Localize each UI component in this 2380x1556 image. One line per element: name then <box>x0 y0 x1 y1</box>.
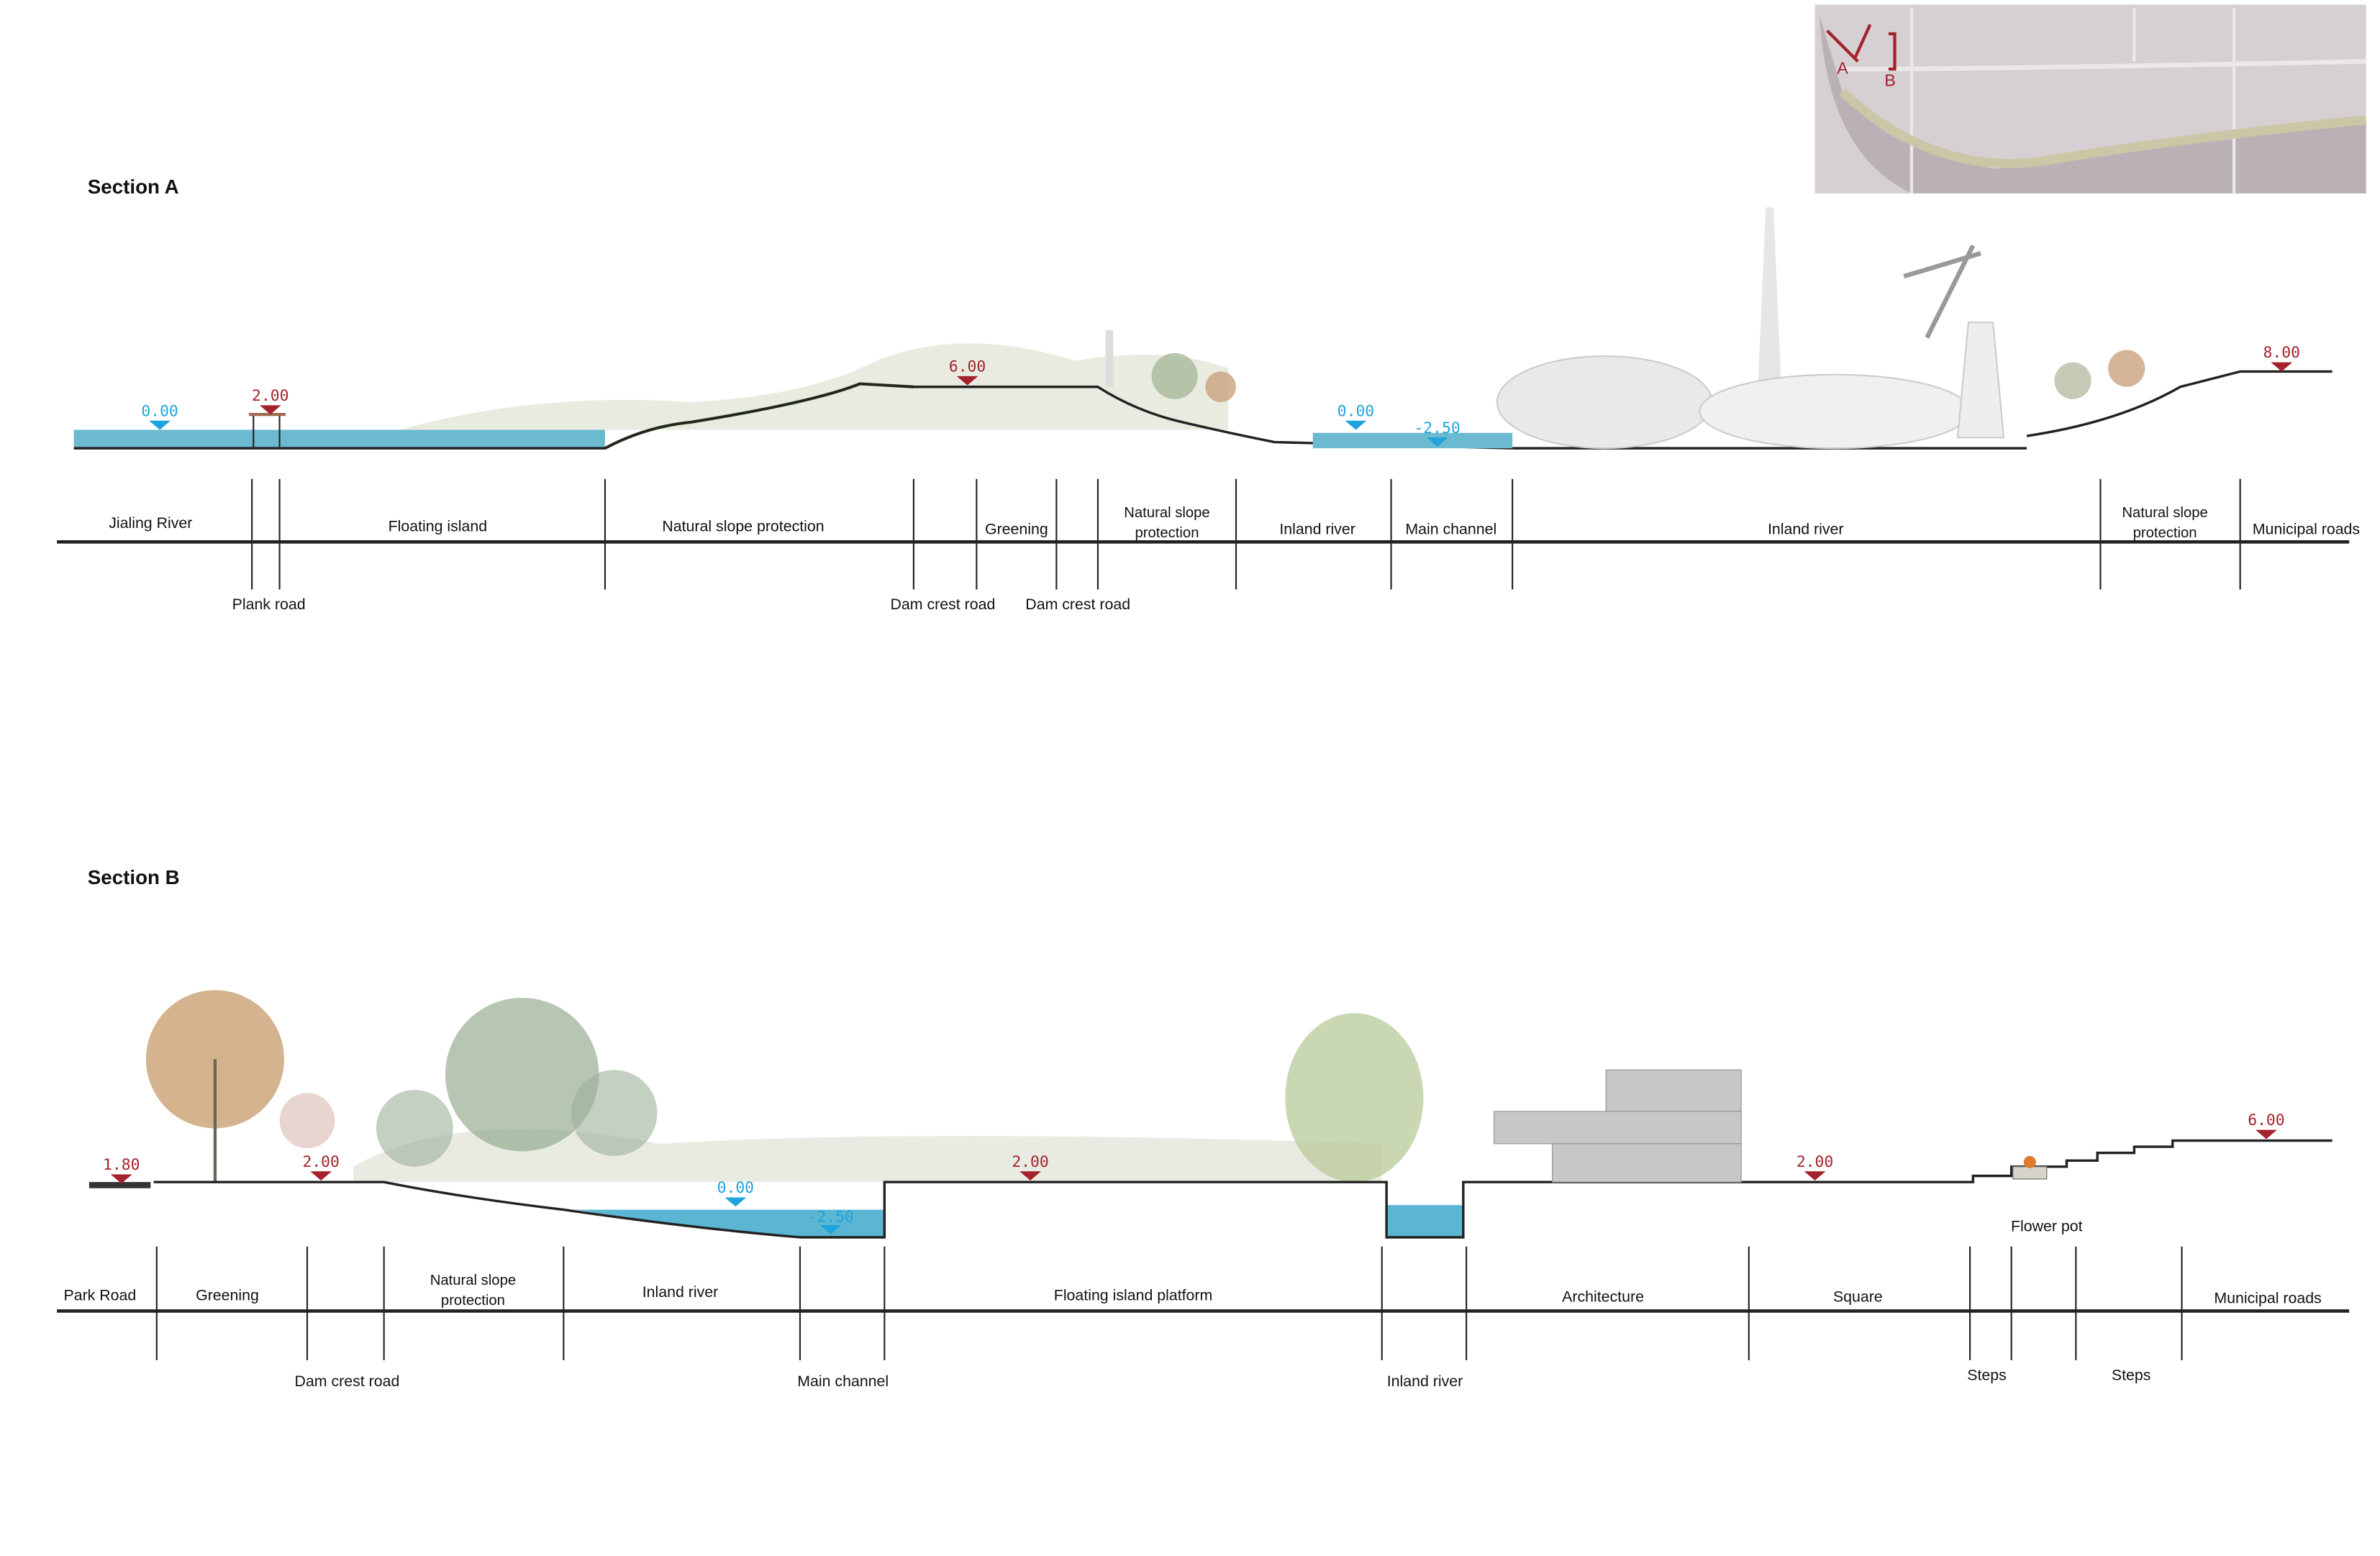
marker-a: A <box>1837 58 1848 77</box>
lower-label: Main channel <box>797 1373 889 1390</box>
zone-label: Floating island <box>389 517 488 534</box>
section-a-drawing <box>73 207 2333 450</box>
flower-pot-label: Flower pot <box>2011 1217 2083 1234</box>
zone-label: Park Road <box>63 1286 136 1304</box>
svg-text:2.00: 2.00 <box>1797 1153 1833 1171</box>
willow-tree <box>1285 1013 1424 1183</box>
elevation-marker: 1.80 <box>103 1156 140 1184</box>
zone-label: Main channel <box>1405 521 1496 538</box>
flower-pot <box>2012 1166 2048 1180</box>
lower-label: Dam crest road <box>295 1373 400 1390</box>
elevation-marker: 0.00 <box>717 1179 754 1207</box>
section-b-cut-icon <box>1888 32 1897 71</box>
svg-text:6.00: 6.00 <box>949 358 986 376</box>
zone-label-line: Natural slope <box>430 1273 516 1288</box>
zone-label: Floating island platform <box>1054 1286 1213 1304</box>
zone-label: Jialing River <box>109 514 192 532</box>
lower-label: Steps <box>2112 1366 2151 1383</box>
elevation-marker: 6.00 <box>949 358 986 386</box>
elevation-marker: 2.00 <box>252 387 289 415</box>
elevation-marker: 2.00 <box>1012 1153 1049 1181</box>
zone-label: Municipal roads <box>2214 1290 2321 1307</box>
zone-label: Greening <box>985 521 1048 538</box>
zone-label: Inland river <box>1768 521 1844 538</box>
zone-label: Natural slope protection <box>430 1273 516 1309</box>
lower-label: Dam crest road <box>1025 596 1130 613</box>
marker-b: B <box>1884 71 1896 90</box>
elevation-marker: 8.00 <box>2263 344 2300 372</box>
zone-label: Square <box>1833 1288 1883 1306</box>
svg-text:6.00: 6.00 <box>2248 1111 2284 1129</box>
channel-water <box>1386 1205 1463 1237</box>
section-a-title: Section A <box>88 176 179 198</box>
tree <box>445 998 599 1152</box>
dome-building-2 <box>1699 373 1971 450</box>
dome-building-1 <box>1496 355 1713 450</box>
zone-label: Greening <box>196 1286 259 1304</box>
zone-label-line: protection <box>1135 525 1199 541</box>
elevation-marker: 2.00 <box>302 1153 340 1181</box>
section-a-cut-icon <box>1826 24 1872 63</box>
architecture-block <box>1605 1069 1742 1112</box>
jialing-river-water <box>73 429 605 449</box>
lower-label: Dam crest road <box>891 596 996 613</box>
svg-text:0.00: 0.00 <box>1337 402 1374 420</box>
inland-river-water <box>576 1209 885 1237</box>
zone-label: Municipal roads <box>2253 521 2360 538</box>
section-b-zone-bar: Park Road Greening Natural slope protecti… <box>57 1217 2350 1390</box>
section-b-drawing <box>88 990 2333 1239</box>
lower-label: Steps <box>1967 1366 2007 1383</box>
elevation-marker: 2.00 <box>1797 1153 1833 1181</box>
inland-river-water <box>1312 432 1513 449</box>
svg-text:2.00: 2.00 <box>252 387 289 405</box>
windmill <box>1956 322 2005 439</box>
zone-label-line: protection <box>441 1293 505 1309</box>
svg-text:-2.50: -2.50 <box>1414 419 1460 437</box>
section-a-zone-bar: Jialing River Floating island Natural sl… <box>57 478 2360 613</box>
lower-label: Plank road <box>232 596 306 613</box>
elevation-marker: -2.50 <box>1414 419 1461 447</box>
site-key-plan: A B <box>1814 4 2367 194</box>
svg-text:0.00: 0.00 <box>141 402 178 420</box>
section-b-title: Section B <box>88 866 180 888</box>
elevation-marker: 6.00 <box>2248 1111 2285 1139</box>
svg-text:2.00: 2.00 <box>1012 1153 1048 1171</box>
elevation-marker: -2.50 <box>808 1209 854 1234</box>
zone-label: Inland river <box>642 1283 719 1301</box>
zone-label-line: Natural slope <box>2122 505 2207 521</box>
zone-label: Natural slope protection <box>662 517 824 534</box>
zone-label-line: protection <box>2133 525 2197 541</box>
svg-text:2.00: 2.00 <box>302 1153 339 1171</box>
svg-text:1.80: 1.80 <box>103 1156 140 1174</box>
zone-label: Inland river <box>1279 521 1355 538</box>
lower-label: Inland river <box>1387 1373 1463 1390</box>
svg-text:0.00: 0.00 <box>717 1179 754 1197</box>
svg-text:8.00: 8.00 <box>2263 344 2300 362</box>
zone-label: Natural slope protection <box>1124 505 1209 541</box>
elevation-marker: 0.00 <box>1337 402 1374 430</box>
zone-label: Architecture <box>1562 1288 1644 1306</box>
zone-label: Natural slope protection <box>2122 505 2207 541</box>
svg-text:-2.50: -2.50 <box>808 1209 854 1227</box>
elevation-marker: 0.00 <box>141 402 178 430</box>
zone-label-line: Natural slope <box>1124 505 1209 521</box>
